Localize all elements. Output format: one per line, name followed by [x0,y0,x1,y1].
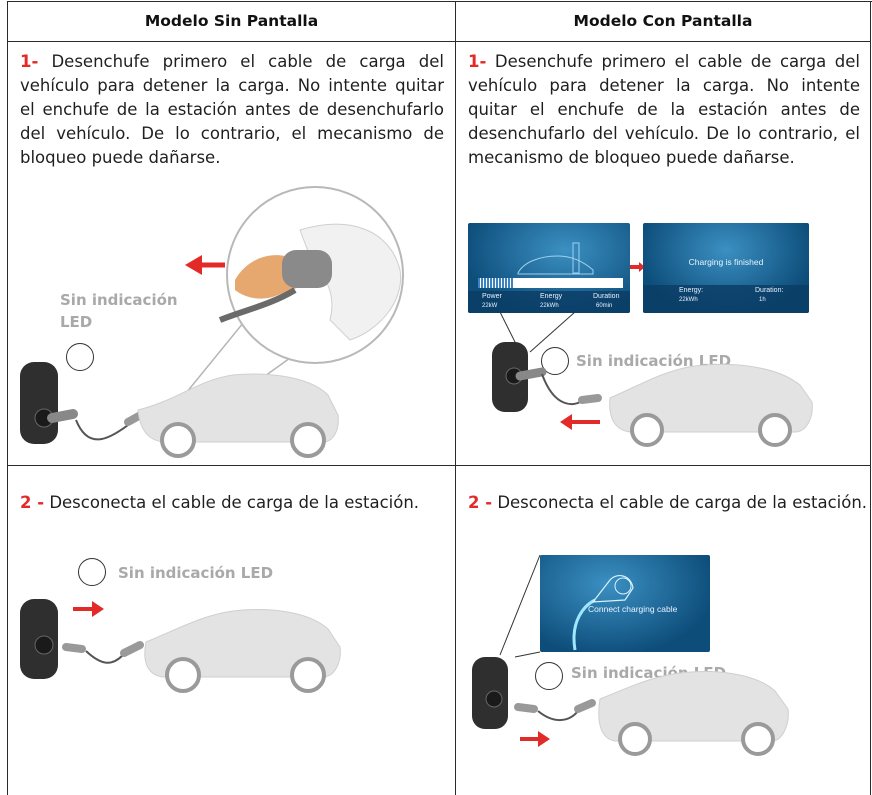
step-number: 2 - [468,493,493,512]
unplug-hand-illustration [159,186,404,431]
car-outline-icon [517,242,594,275]
stat-label-energy: Energy: [679,287,704,294]
step-number: 1- [20,52,39,71]
screen-arrow-icon [630,262,645,272]
charger-callout-lines [499,554,541,658]
header-con-pantalla: Modelo Con Pantalla [573,12,753,30]
step-1-left-text: 1- Desenchufe primero el cable de carga … [20,50,444,170]
charging-finished-screen: Charging is finished Energy: Duration: 2… [643,223,809,313]
table-header-divider [7,41,871,43]
stat-value-power: 22kW [482,303,498,309]
led-indicator-circle [535,662,563,690]
step-2-left-text: 2 - Desconecta el cable de carga de la e… [20,491,450,515]
step-instruction: Desenchufe primero el cable de carga del… [20,52,444,167]
led-label-row1-left: Sin indicación LED [60,289,178,333]
table-border-left [7,1,9,795]
table-column-divider [455,1,457,795]
stats-bar [468,291,630,313]
led-label-row2-left: Sin indicación LED [118,564,274,582]
stat-label-duration: Duration [593,293,620,300]
screen-title: Connect charging cable [588,604,678,614]
led-indicator-circle [66,343,94,371]
step-instruction: Desenchufe primero el cable de carga del… [468,52,860,167]
connect-cable-screen: Connect charging cable [540,555,710,652]
step-instruction: Desconecta el cable de carga de la estac… [492,493,868,512]
step-instruction: Desconecta el cable de carga de la estac… [44,493,420,512]
stat-label-power: Power [482,293,502,300]
led-label-line1: Sin indicación [60,291,178,309]
step-1-right-text: 1- Desenchufe primero el cable de carga … [468,50,860,170]
step-2-right-text: 2 - Desconecta el cable de carga de la e… [468,491,868,515]
screen-title: Charging is finished [688,257,764,267]
step-number: 2 - [20,493,45,512]
charging-plug-icon [572,574,634,651]
stat-value-energy: 22kWh [540,303,559,309]
charger-and-car-illustration [492,342,813,447]
table-row-divider [7,465,871,467]
charging-screen: Power Energy Duration 22kW 22kWh 60min [468,223,630,313]
header-sin-pantalla: Modelo Sin Pantalla [144,12,319,30]
led-indicator-circle [78,558,106,586]
progress-fill [478,278,513,288]
stat-value-duration: 1h [759,297,766,303]
stat-value-duration: 60min [596,303,613,309]
table-border-right [870,1,872,795]
stat-value-energy: 22kWh [679,297,698,303]
table-border-top [7,1,872,3]
stat-label-energy: Energy [540,293,563,300]
charger-and-car-illustration [472,657,789,756]
led-label-line2: LED [60,313,93,331]
led-label-row1-right: Sin indicación LED [576,352,732,370]
stats-bar [643,285,809,313]
step-number: 1- [468,52,487,71]
stat-label-duration: Duration: [755,287,784,294]
charger-and-car-illustration [20,362,339,458]
charger-and-car-illustration [20,599,341,693]
progress-bar [478,278,623,288]
